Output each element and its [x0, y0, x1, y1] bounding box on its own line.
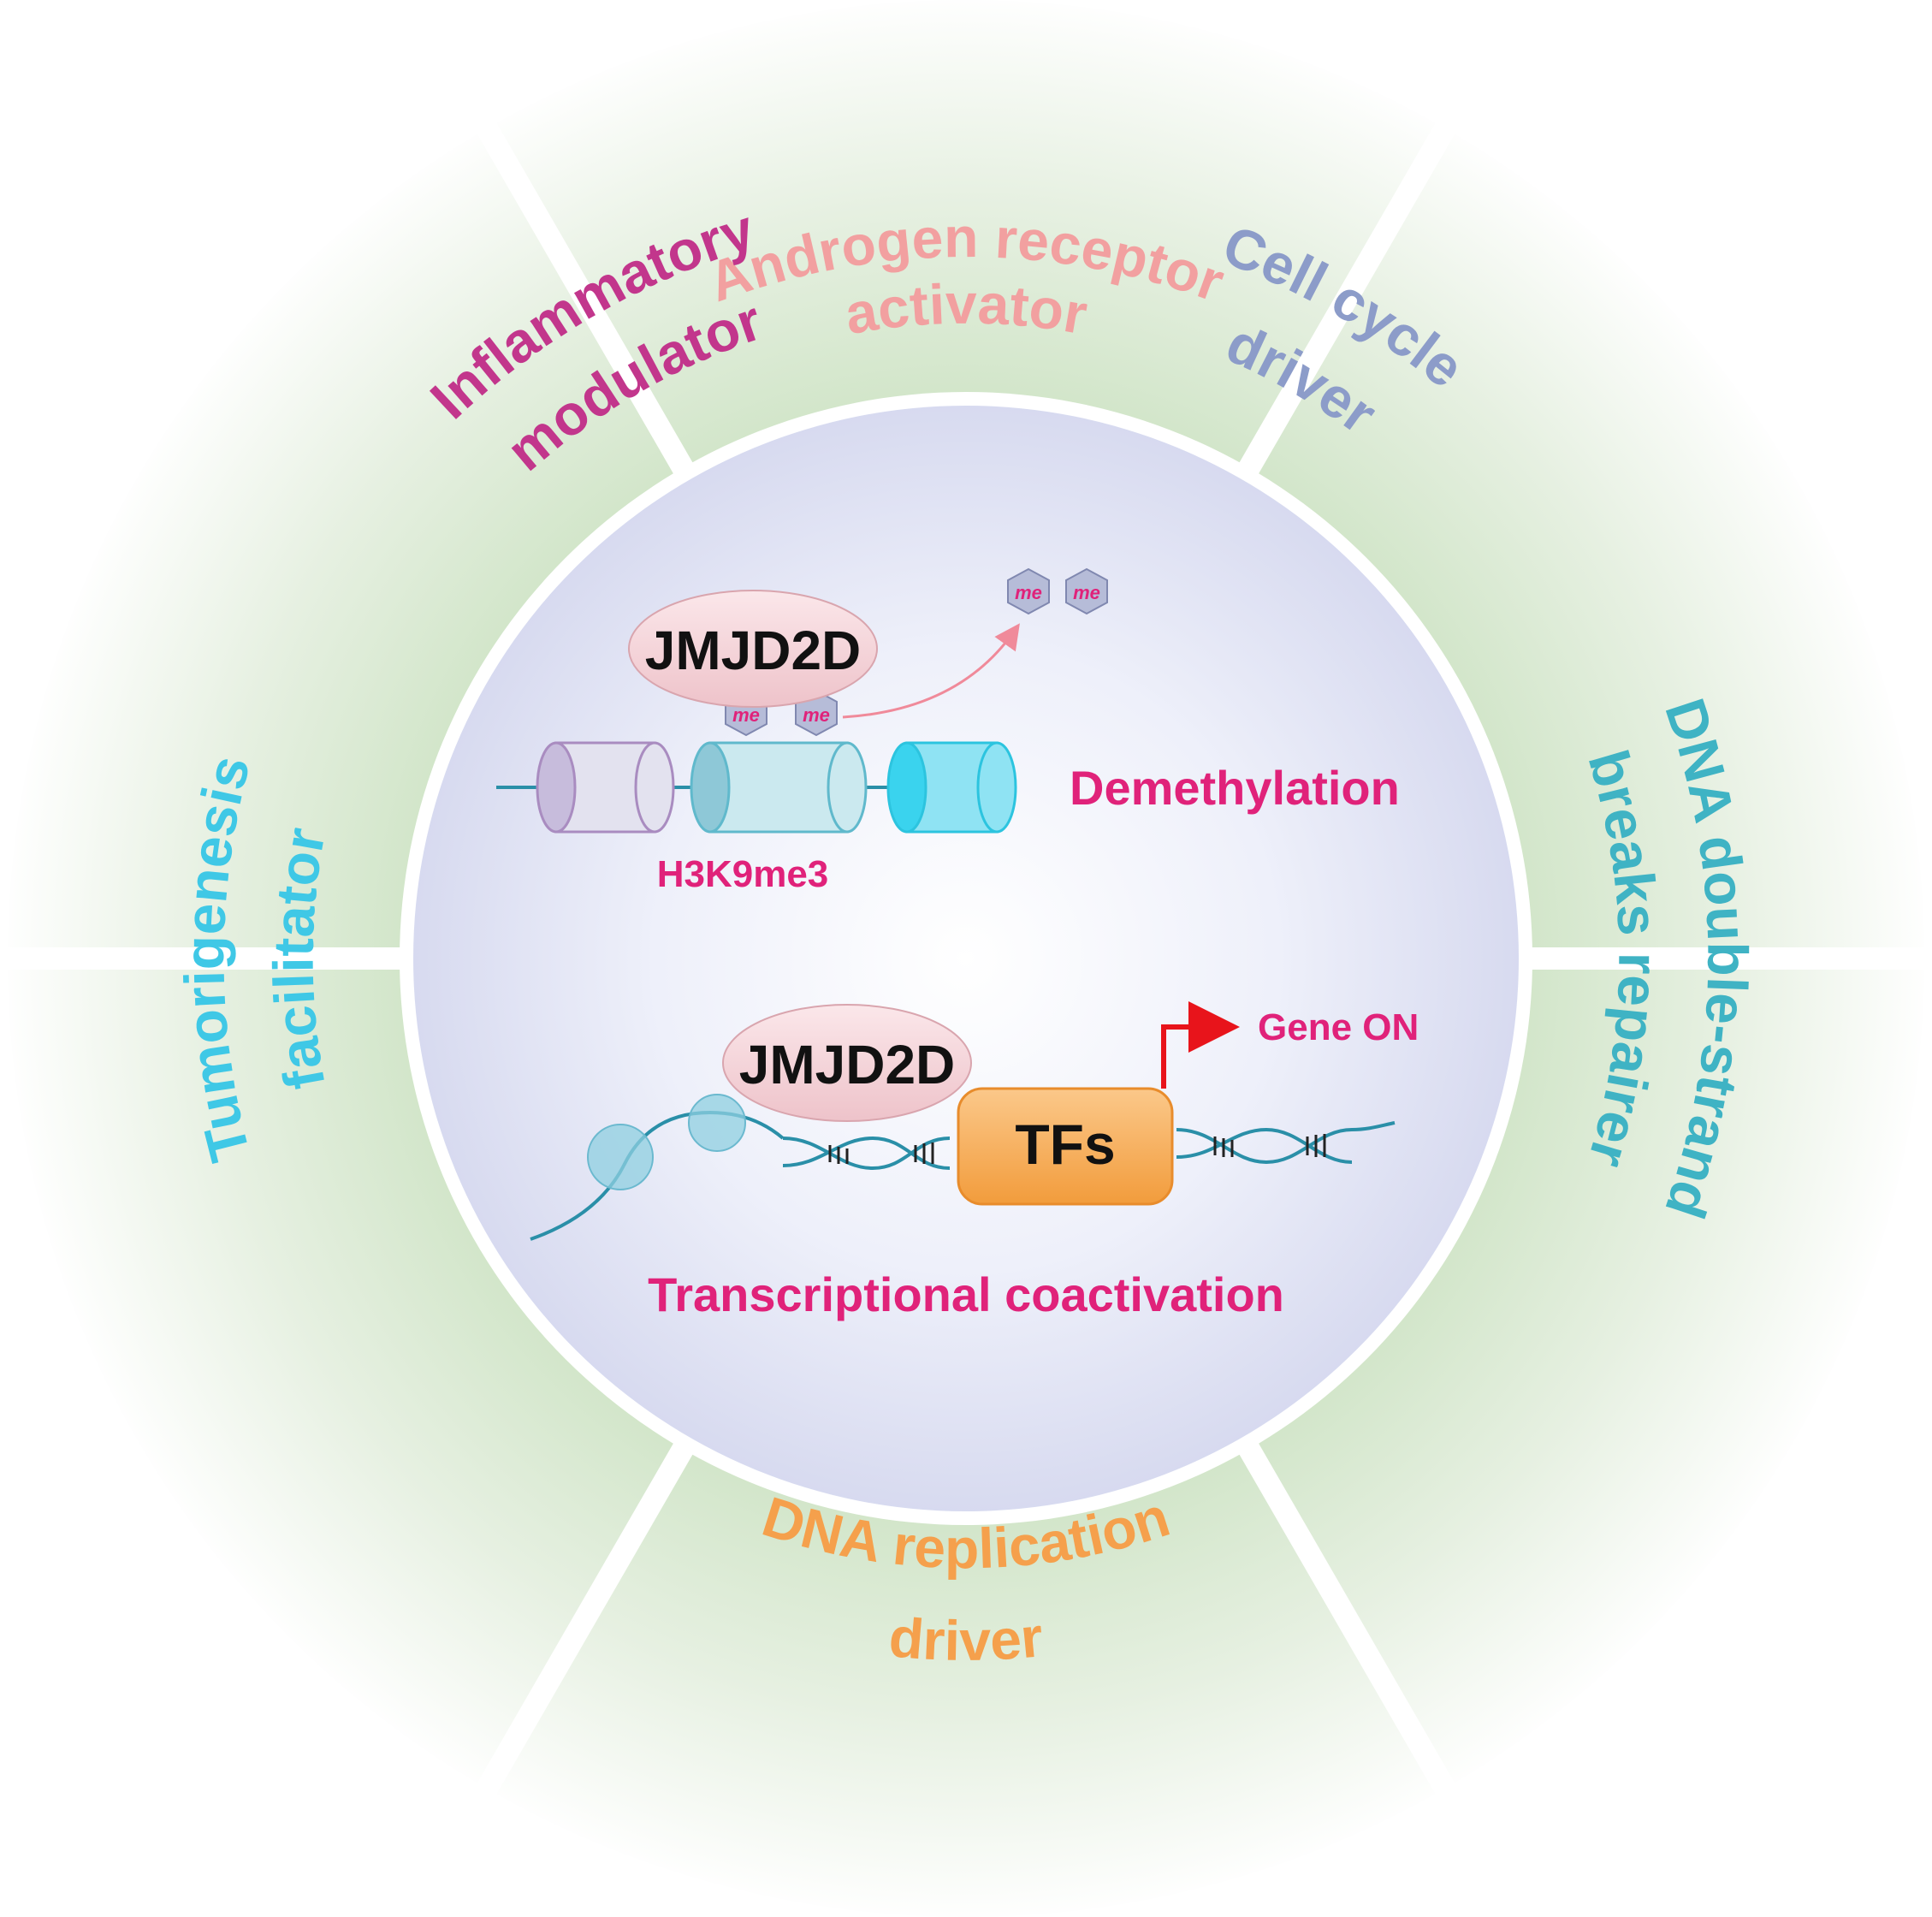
gene-on-arrow: [1161, 1001, 1240, 1089]
svg-text:TFs: TFs: [1015, 1113, 1115, 1176]
nucleosome-bead-1: [587, 1124, 654, 1190]
h3k9me3-label: H3K9me3: [657, 853, 829, 895]
tf-box: TFs: [957, 1087, 1174, 1206]
coactivation-label: Transcriptional coactivation: [648, 1267, 1284, 1321]
segment-dividers: [0, 122, 1932, 1795]
nucleosome-1: [536, 741, 675, 834]
svg-text:me: me: [1015, 582, 1042, 603]
segment-replication-label-2: driver: [886, 1605, 1046, 1672]
demethylation-panel: me me me me JMJD2D H3K9me3 Demethylation: [496, 567, 1400, 895]
nucleosome-bead-2: [688, 1094, 746, 1152]
dna-base-pairs-left: [828, 1142, 934, 1164]
gene-on-label: Gene ON: [1258, 1006, 1419, 1048]
dna-base-pairs-right: [1213, 1134, 1326, 1157]
coactivation-panel: TFs JMJD2D Gene ON Transcriptional coact…: [530, 1001, 1419, 1321]
segment-androgen-label-2: activator: [840, 272, 1092, 347]
nucleosome-2: [690, 741, 868, 834]
released-methyl-1: me: [1007, 567, 1050, 615]
svg-text:me: me: [732, 704, 760, 726]
center-disc: [413, 406, 1519, 1511]
released-methyl-2: me: [1065, 567, 1108, 615]
jmjd2d-enzyme-top: JMJD2D: [628, 590, 878, 708]
svg-text:JMJD2D: JMJD2D: [645, 620, 862, 681]
segment-tumorigenesis-label-2: facilitator: [262, 823, 337, 1095]
demethylation-arrow: [842, 623, 1020, 719]
jmjd2d-enzyme-bottom: JMJD2D: [722, 1004, 972, 1122]
demethylation-label: Demethylation: [1070, 761, 1400, 815]
svg-text:JMJD2D: JMJD2D: [739, 1034, 956, 1095]
svg-text:me: me: [803, 704, 830, 726]
nucleosome-3: [886, 741, 1017, 834]
svg-text:me: me: [1073, 582, 1100, 603]
